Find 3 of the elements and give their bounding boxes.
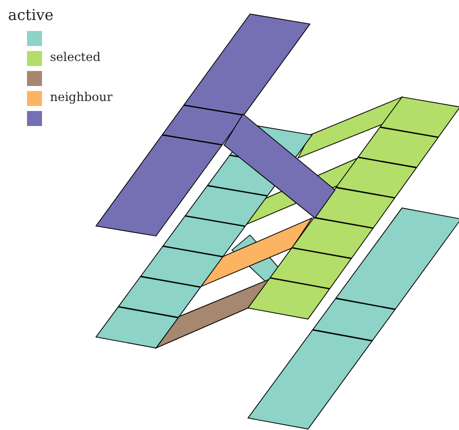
- legend-label: neighbour: [50, 90, 112, 104]
- legend-label: selected: [50, 50, 101, 64]
- legend-title: active: [8, 6, 54, 24]
